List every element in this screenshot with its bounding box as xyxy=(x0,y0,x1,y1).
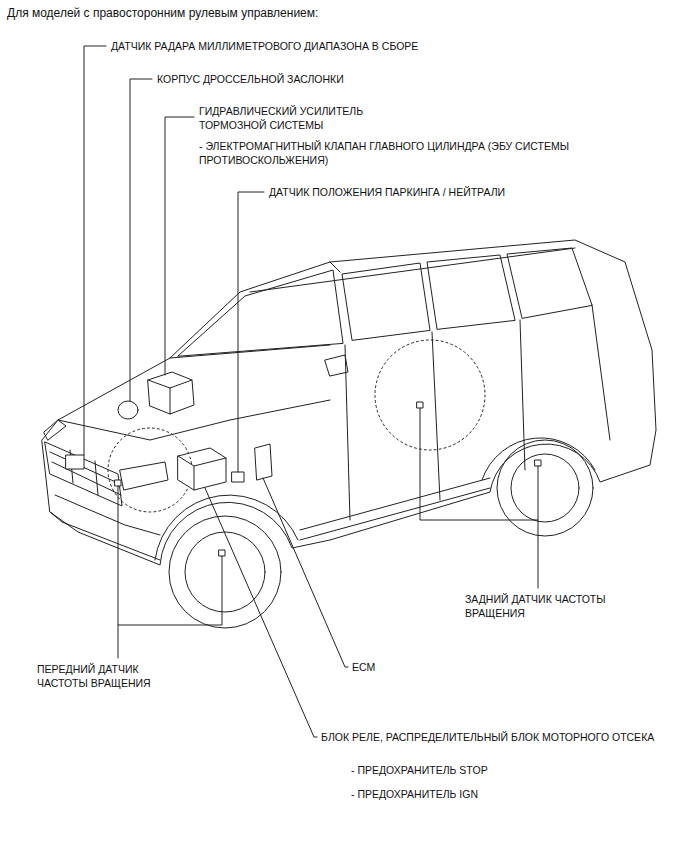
page-heading: Для моделей с правосторонним рулевым упр… xyxy=(6,6,319,21)
speed-sensor xyxy=(115,480,121,486)
part-label: ГИДРАВЛИЧЕСКИЙ УСИЛИТЕЛЬ ТОРМОЗНОЙ СИСТЕ… xyxy=(198,104,395,132)
leader-line xyxy=(263,478,348,667)
rear-wheel-rim xyxy=(511,454,579,522)
leader-line xyxy=(118,486,222,658)
sub-part-label: - ЭЛЕКТРОМАГНИТНЫЙ КЛАПАН ГЛАВНОГО ЦИЛИН… xyxy=(198,139,640,167)
rocker-line xyxy=(300,478,490,540)
mirror xyxy=(325,355,348,376)
leader-line xyxy=(130,79,152,401)
bumper xyxy=(50,495,160,560)
front-wheel-arch xyxy=(155,495,298,560)
leader-line xyxy=(238,192,264,472)
front-wheel-rim xyxy=(185,532,265,612)
speed-sensor xyxy=(535,460,541,466)
part-label: ДАТЧИК ПОЛОЖЕНИЯ ПАРКИНГА / НЕЙТРАЛИ xyxy=(268,185,506,199)
part-label: ПЕРЕДНИЙ ДАТЧИК ЧАСТОТЫ ВРАЩЕНИЯ xyxy=(36,662,173,690)
leader-line xyxy=(205,488,317,737)
brake-booster xyxy=(148,372,194,414)
speed-sensor xyxy=(219,550,225,556)
leader-line xyxy=(84,46,106,455)
hood-line xyxy=(58,345,330,440)
leader-line xyxy=(165,117,194,375)
radar-sensor xyxy=(66,455,84,469)
speed-sensor xyxy=(417,402,423,408)
part-label: ECM xyxy=(351,660,376,674)
side-window xyxy=(507,248,592,318)
roof-rail xyxy=(250,248,575,292)
throttle-body xyxy=(118,401,138,419)
part-label: ЗАДНИЙ ДАТЧИК ЧАСТОТЫ ВРАЩЕНИЯ xyxy=(464,592,634,620)
hidden-wheel xyxy=(375,340,485,450)
sub-part-label: - ПРЕДОХРАНИТЕЛЬ IGN xyxy=(350,787,479,801)
part-label: БЛОК РЕЛЕ, РАСПРЕДЕЛИТЕЛЬНЫЙ БЛОК МОТОРН… xyxy=(320,730,667,744)
car-body xyxy=(42,240,656,565)
door-line xyxy=(345,305,610,520)
side-window xyxy=(342,263,430,340)
pnp-switch xyxy=(232,472,244,482)
sub-part-label: - ПРЕДОХРАНИТЕЛЬ STOP xyxy=(350,763,489,777)
headlamp xyxy=(44,420,168,490)
leader-line xyxy=(420,408,538,588)
relay-block xyxy=(178,448,226,490)
ecm-unit xyxy=(255,444,272,480)
part-label: КОРПУС ДРОССЕЛЬНОЙ ЗАСЛОНКИ xyxy=(156,72,345,86)
part-label: ДАТЧИК РАДАРА МИЛЛИМЕТРОВОГО ДИАПАЗОНА В… xyxy=(110,39,419,53)
rear-wheel xyxy=(497,440,593,536)
